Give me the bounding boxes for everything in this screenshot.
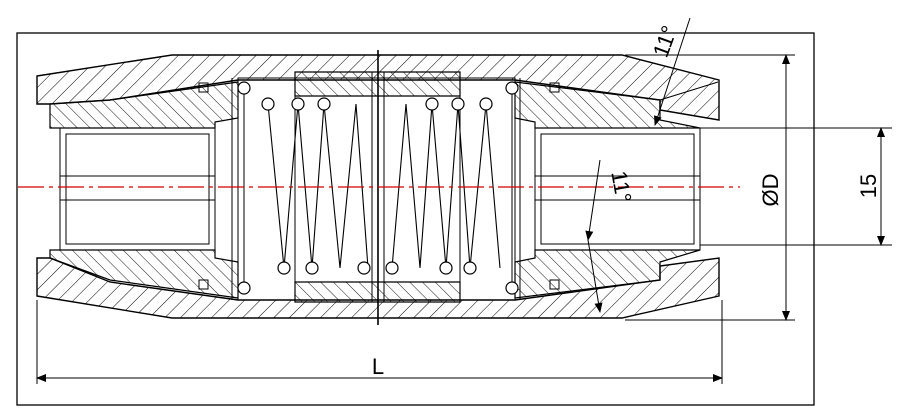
bore-label: 15 [856,174,881,198]
left-sleeve-bottom [49,249,239,299]
diameter-label: ØD [758,174,783,207]
angle-inner-label: 11° [606,169,636,205]
angle-top-leader [653,17,691,126]
retainer-top-right [549,82,560,93]
angle-inner-leader [585,159,601,241]
left-spring [267,103,369,269]
left-sleeve-top [49,81,239,129]
retainer-top-left [198,82,209,93]
length-label: L [372,354,384,379]
right-cavity [534,127,701,251]
drawing-frame [16,32,815,406]
spring-balls [237,81,519,295]
retainer-bottom-left [198,279,209,290]
left-cavity [59,127,216,251]
retainer-bottom-right [549,279,560,290]
right-spring [391,103,501,269]
